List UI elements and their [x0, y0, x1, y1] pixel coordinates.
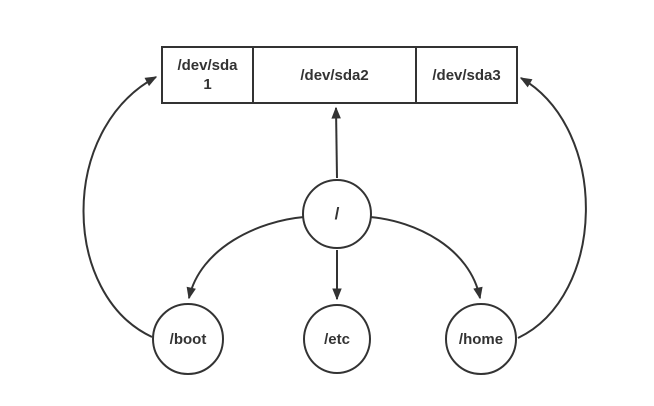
- node-etc: /etc: [303, 304, 371, 374]
- edge-root-to-sda2: [336, 108, 337, 179]
- partition-cell-sda2: /dev/sda2: [251, 48, 415, 102]
- edge-root-to-home: [369, 216, 480, 298]
- node-home: /home: [445, 303, 517, 375]
- node-root: /: [302, 179, 372, 249]
- edge-root-to-boot: [189, 216, 305, 298]
- edge-home-to-sda3: [517, 77, 587, 339]
- node-home-label: /home: [458, 330, 504, 348]
- partition-bar: /dev/sda 1 /dev/sda2 /dev/sda3: [161, 46, 518, 104]
- node-root-label: /: [334, 204, 340, 223]
- partition-cell-sda1: /dev/sda 1: [177, 57, 238, 93]
- partition-cell-sda3: /dev/sda3: [415, 48, 516, 102]
- node-boot-label: /boot: [169, 330, 207, 348]
- node-boot: /boot: [152, 303, 224, 375]
- node-etc-label: /etc: [324, 330, 350, 348]
- edge-boot-to-sda1: [82, 76, 157, 338]
